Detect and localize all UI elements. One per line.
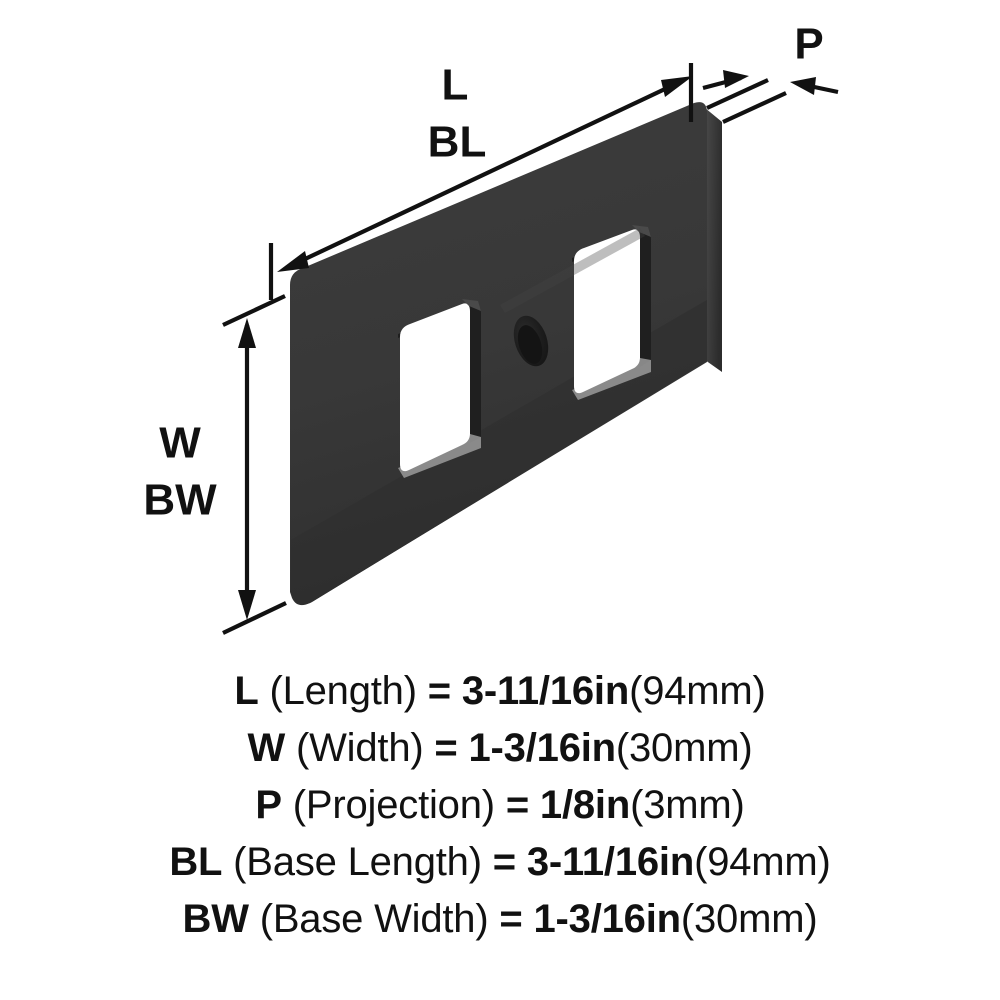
center-screw-hole (513, 315, 549, 367)
length-dimension-line (285, 78, 685, 270)
legend-symbol-bw: BW (182, 897, 249, 941)
projection-extension-left (706, 78, 769, 110)
legend-row-base-width: BW (Base Width) = 1-3/16in(30mm) (0, 891, 1000, 948)
legend-symbol-bl: BL (169, 840, 223, 884)
legend-symbol-w: W (247, 726, 286, 770)
base-width-label: BW (143, 476, 217, 525)
width-dimension: W BW (143, 294, 287, 635)
plate-surface-highlight (500, 228, 645, 313)
left-aperture (398, 299, 481, 478)
legend-metric-base-width: (30mm) (680, 897, 818, 941)
legend-row-projection: P (Projection) = 1/8in(3mm) (0, 777, 1000, 834)
legend-name-projection: (Projection) (292, 783, 495, 827)
width-bottom-extension (222, 601, 287, 635)
projection-right-arrowhead (790, 77, 816, 95)
legend-value-base-width: 1-3/16in (533, 897, 682, 941)
legend-symbol-l: L (234, 669, 259, 713)
screw-hole-inner (517, 325, 543, 364)
legend-name-length: (Length) (269, 669, 417, 713)
width-top-extension (222, 294, 286, 327)
legend-row-base-length: BL (Base Length) = 3-11/16in(94mm) (0, 834, 1000, 891)
legend-value-projection: 1/8in (539, 783, 631, 827)
legend-metric-base-length: (94mm) (694, 840, 831, 884)
left-aperture-top-nick (462, 299, 481, 311)
right-aperture-inner-wall (572, 230, 651, 367)
legend-name-base-length: (Base Length) (233, 840, 482, 884)
projection-label: P (794, 20, 823, 69)
legend-metric-length: (94mm) (629, 669, 766, 713)
length-right-arrowhead (661, 76, 693, 97)
width-bottom-arrowhead (238, 590, 256, 620)
product-diagram: L BL W BW (143, 20, 839, 635)
left-aperture-inner-wall (398, 304, 481, 443)
right-aperture-top-nick (632, 225, 651, 237)
width-top-arrowhead (238, 318, 256, 348)
width-label: W (159, 419, 201, 468)
legend-equals-width: = (434, 726, 458, 770)
backplate-product (290, 102, 722, 606)
right-aperture (572, 225, 651, 400)
plate-silhouette (291, 104, 707, 604)
legend-value-length: 3-11/16in (461, 669, 630, 713)
legend-row-length: L (Length) = 3-11/16in(94mm) (0, 663, 1000, 720)
left-aperture-opening (400, 303, 470, 472)
length-left-arrowhead (277, 251, 309, 272)
legend-metric-width: (30mm) (615, 726, 753, 770)
projection-extension-right (722, 91, 787, 124)
legend-row-width: W (Width) = 1-3/16in(30mm) (0, 720, 1000, 777)
length-label: L (442, 61, 469, 110)
legend-name-base-width: (Base Width) (259, 897, 489, 941)
legend-value-width: 1-3/16in (468, 726, 617, 770)
right-aperture-opening (574, 229, 640, 394)
legend-equals-base-length: = (492, 840, 516, 884)
projection-left-arrowhead (723, 70, 749, 88)
legend-value-base-length: 3-11/16in (526, 840, 695, 884)
legend-equals-length: = (427, 669, 451, 713)
plate-right-end-edge (705, 108, 722, 372)
legend-name-width: (Width) (296, 726, 424, 770)
legend-equals-projection: = (505, 783, 529, 827)
legend-metric-projection: (3mm) (630, 783, 745, 827)
legend-symbol-p: P (255, 783, 282, 827)
diagram-svg: L BL W BW (143, 20, 839, 635)
base-length-label: BL (428, 118, 487, 167)
legend-equals-base-width: = (499, 897, 523, 941)
projection-dimension: P (702, 20, 839, 124)
dimension-legend: L (Length) = 3-11/16in(94mm) W (Width) =… (0, 655, 1000, 1000)
length-dimension: L BL (268, 61, 694, 300)
